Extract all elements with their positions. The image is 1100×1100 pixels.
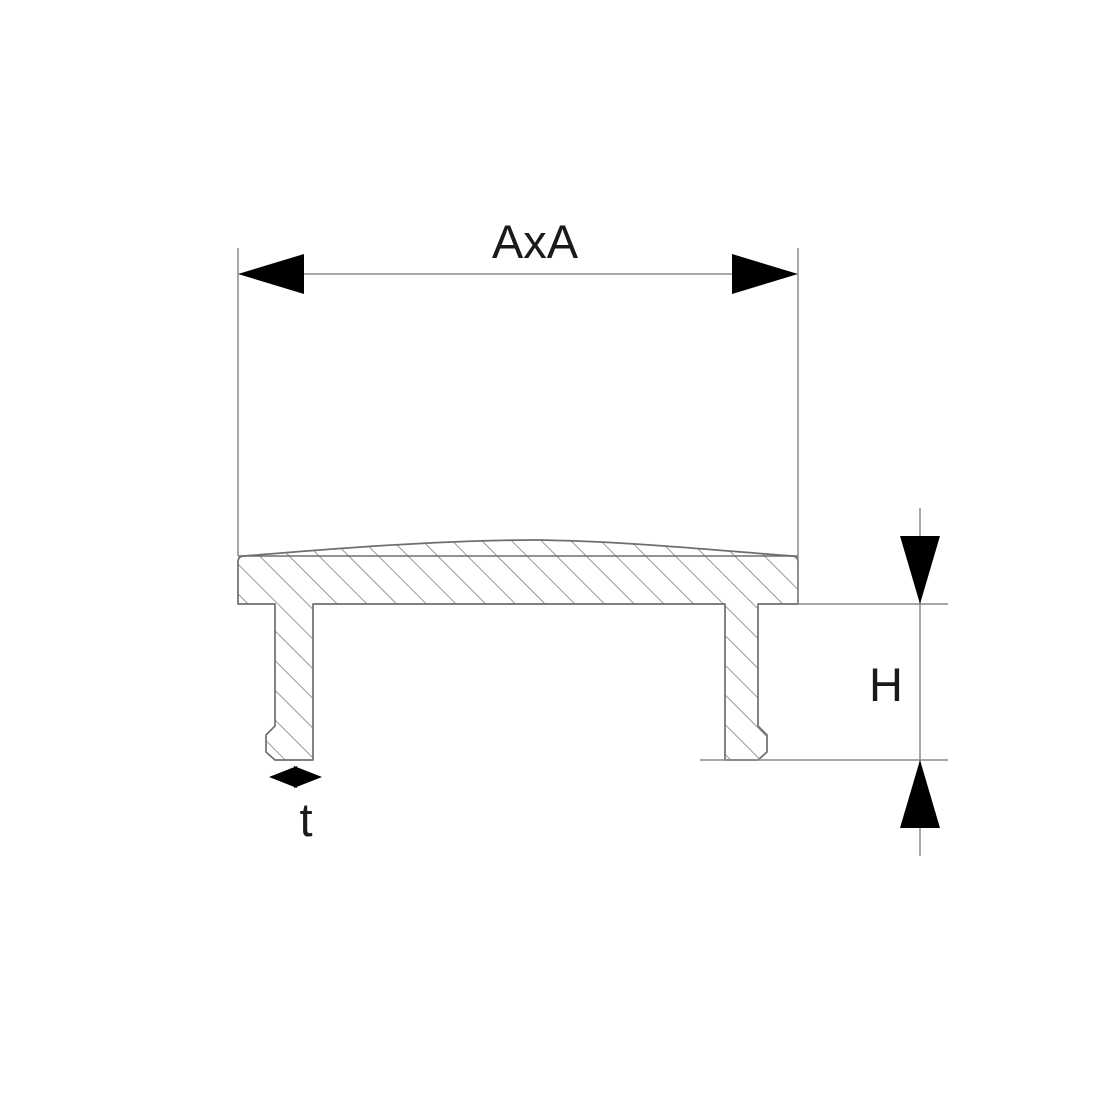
h-dimension-label: H xyxy=(869,658,903,711)
axa-arrowhead-left-icon xyxy=(238,254,304,294)
axa-arrowhead-right-icon xyxy=(732,254,798,294)
t-arrowhead-right-icon xyxy=(294,766,322,788)
h-arrowhead-top-icon xyxy=(900,536,940,604)
axa-dimension-label: AxA xyxy=(492,215,579,268)
section-hatch-fill xyxy=(238,556,798,760)
t-dimension-label: t xyxy=(299,793,312,846)
cap-body-group xyxy=(237,539,799,761)
t-arrowhead-left-icon xyxy=(269,766,297,788)
dimension-h: H xyxy=(700,508,948,856)
dimension-axa: AxA xyxy=(237,215,799,604)
h-arrowhead-bottom-icon xyxy=(900,760,940,828)
dimension-t: t xyxy=(269,766,322,846)
